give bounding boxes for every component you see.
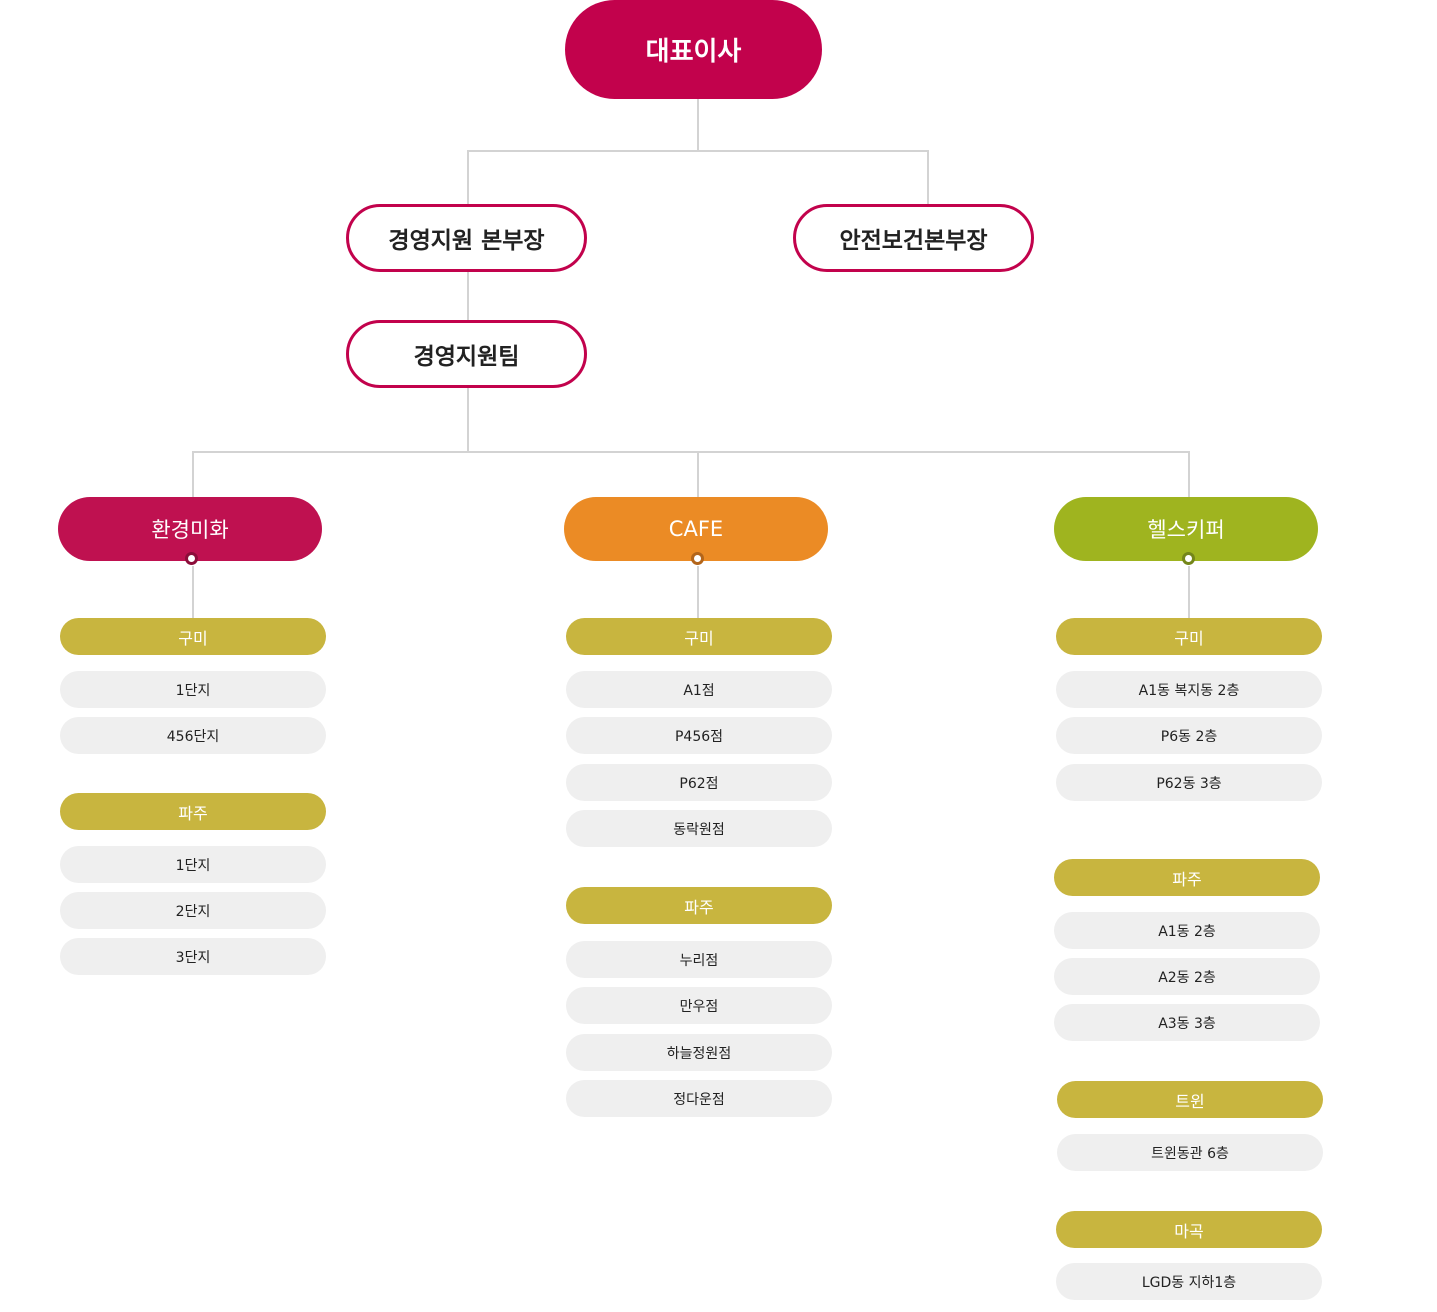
region-label: 마곡: [1056, 1211, 1322, 1248]
exec-node-safety-health: 안전보건본부장: [793, 204, 1034, 272]
site-item: 3단지: [60, 938, 326, 975]
site-item: A1동 복지동 2층: [1056, 671, 1322, 708]
connector-ceo-down: [697, 97, 699, 151]
site-item: P6동 2층: [1056, 717, 1322, 754]
connector-exec-left-down: [467, 150, 469, 206]
connector-dept-horizontal: [192, 451, 1190, 453]
dept-cleaning-marker: [185, 552, 198, 565]
ceo-node: 대표이사: [565, 0, 822, 99]
site-item: 1단지: [60, 846, 326, 883]
connector-exec-horizontal: [467, 150, 929, 152]
site-item: A1동 2층: [1054, 912, 1320, 949]
region-label: 구미: [1056, 618, 1322, 655]
site-item: P62점: [566, 764, 832, 801]
connector-dept-health-down: [1188, 451, 1190, 499]
dept-health-keeper-marker: [1182, 552, 1195, 565]
site-item: P62동 3층: [1056, 764, 1322, 801]
site-item: 정다운점: [566, 1080, 832, 1117]
region-label: 트윈: [1057, 1081, 1323, 1118]
site-item: 456단지: [60, 717, 326, 754]
site-item: A1점: [566, 671, 832, 708]
site-item: 1단지: [60, 671, 326, 708]
dept-node-health-keeper: 헬스키퍼: [1054, 497, 1318, 561]
site-item: 트윈동관 6층: [1057, 1134, 1323, 1171]
region-label: 파주: [566, 887, 832, 924]
region-label: 구미: [566, 618, 832, 655]
site-item: 하늘정원점: [566, 1034, 832, 1071]
site-item: A3동 3층: [1054, 1004, 1320, 1041]
connector-team-down: [467, 386, 469, 452]
connector-exec-to-team: [467, 270, 469, 322]
site-item: 동락원점: [566, 810, 832, 847]
site-item: 만우점: [566, 987, 832, 1024]
site-item: LGD동 지하1층: [1056, 1263, 1322, 1300]
dept-node-cleaning: 환경미화: [58, 497, 322, 561]
connector-clean-to-region: [192, 566, 194, 620]
team-node-management-support: 경영지원팀: [346, 320, 587, 388]
site-item: P456점: [566, 717, 832, 754]
site-item: 누리점: [566, 941, 832, 978]
connector-dept-cafe-down: [697, 451, 699, 499]
site-item: 2단지: [60, 892, 326, 929]
connector-cafe-to-region: [697, 566, 699, 620]
dept-cafe-marker: [691, 552, 704, 565]
site-item: A2동 2층: [1054, 958, 1320, 995]
connector-dept-clean-down: [192, 451, 194, 499]
exec-node-management-support: 경영지원 본부장: [346, 204, 587, 272]
connector-health-to-region: [1188, 566, 1190, 620]
connector-exec-right-down: [927, 150, 929, 206]
region-label: 파주: [60, 793, 326, 830]
region-label: 구미: [60, 618, 326, 655]
dept-node-cafe: CAFE: [564, 497, 828, 561]
region-label: 파주: [1054, 859, 1320, 896]
